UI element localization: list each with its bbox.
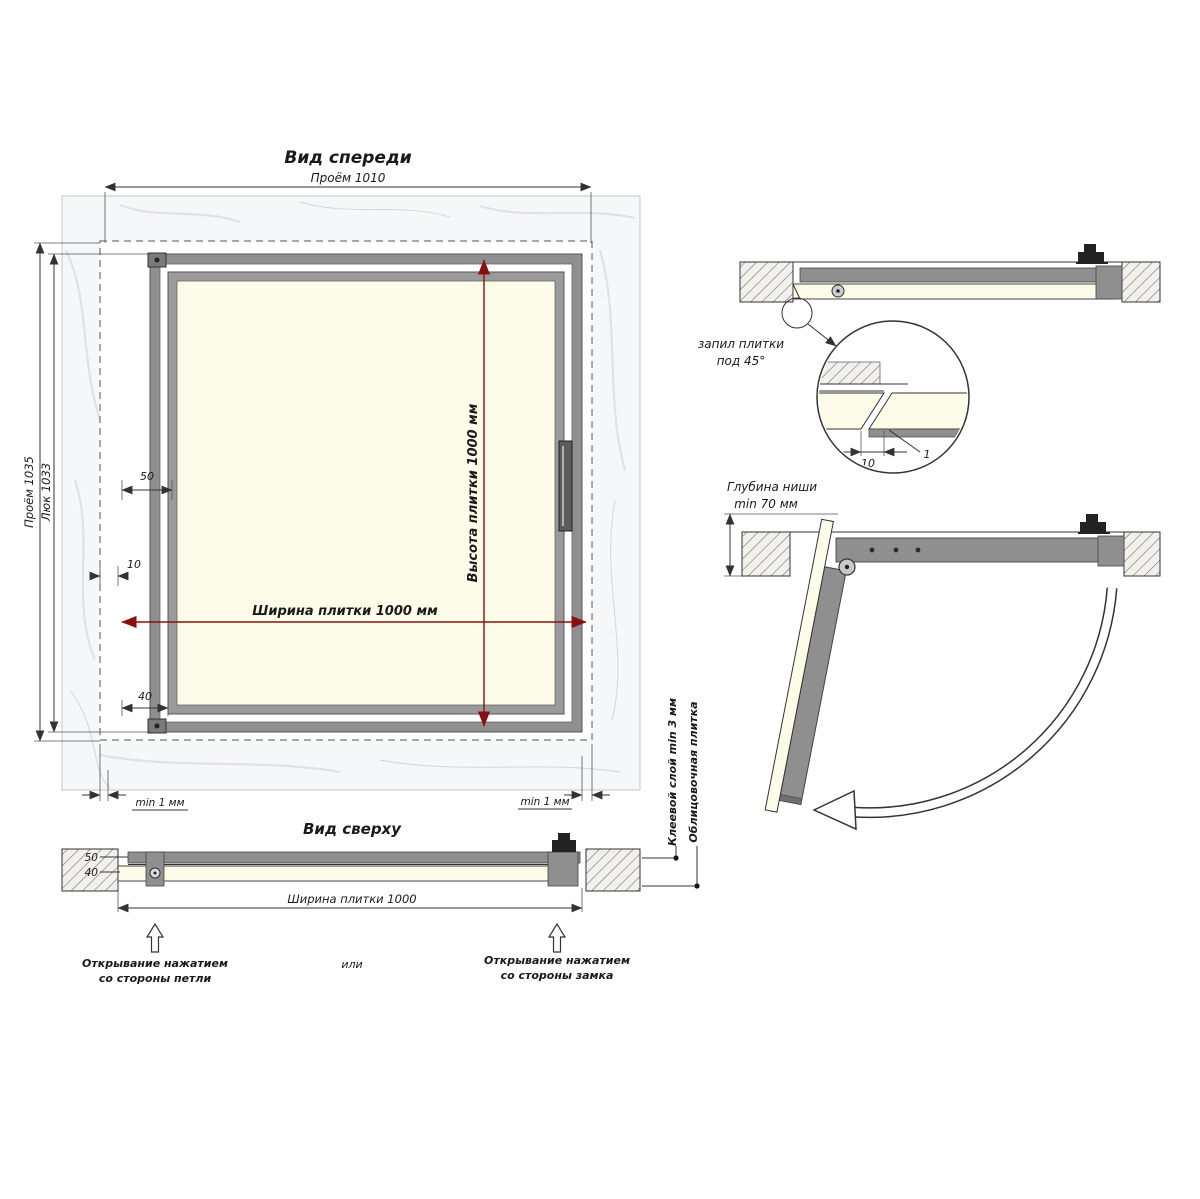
frame-profile [799,267,1123,283]
detail-circle-45cut: 10 1 [816,320,970,474]
wall-section-right [1123,531,1161,577]
tile-cut-label-2: под 45° [717,354,766,368]
niche-depth-label-2: min 70 мм [734,497,798,511]
marble-veins [65,201,636,789]
push-arrow-lock-icon [547,922,567,953]
open-door-tile [764,518,835,813]
open-hinge-label-1: Открывание нажатием [82,957,228,970]
hinge-top-icon [147,252,167,268]
open-lock-label-2: со стороны замка [501,969,614,982]
svg-text:min 1 мм: min 1 мм [521,796,570,808]
front-view-title: Вид спереди [284,148,411,168]
dim-opening-width: Проём 1010 [311,171,386,185]
open-lock-label-1: Открывание нажатием [484,954,630,967]
svg-text:min 1 мм: min 1 мм [136,797,185,809]
hinge-bottom-icon [147,718,167,734]
open-hinge-label-2: со стороны петли [99,972,212,985]
frame-profile-section [127,851,581,864]
frame-profile-top [835,537,1125,563]
section-open: Глубина ниши min 70 мм [724,480,1161,831]
lock-mechanism [1076,244,1123,300]
dim-hatch-height: Люк 1033 [39,463,53,522]
dim-opening-height: Проём 1035 [22,456,36,528]
frame-screws [869,547,921,553]
tile-cut-label-1: запил плитки [698,337,784,351]
swing-arrow-icon [812,587,1118,831]
wall-section-left [61,848,119,892]
or-label: или [341,958,362,971]
front-view: Вид спереди Проём 1010 Проём 1035 Люк 10… [22,148,641,811]
lock-section [547,833,579,887]
hinge-section [145,851,165,887]
push-arrow-hinge-icon [145,922,165,953]
top-dim-tile-width: Ширина плитки 1000 [287,892,416,906]
dim-50: 50 [140,470,154,483]
open-door [764,518,847,813]
tile-layer-section [117,865,553,882]
door-tile-face [176,280,556,706]
detail-dim-1: 1 [924,448,931,461]
joint-callout-circle [781,297,813,329]
opening-dashed-outline [99,240,593,741]
dim-40: 40 [138,690,152,703]
wall-section-right [585,848,641,892]
top-dim-50: 50 [85,852,99,864]
niche-depth-label-1: Глубина ниши [727,480,817,494]
top-view: Вид сверху 50 40 Ширина плитки 1000 Откр… [61,698,700,985]
wall-section-left [739,261,794,303]
lock-mechanism [1078,514,1125,567]
wall-section-left [741,531,791,577]
latch-handle [558,440,573,532]
dim-tile-width: Ширина плитки 1000 мм [252,604,438,619]
hinge-pin [844,564,850,570]
svg-text:Клеевой слой min 3 мм: Клеевой слой min 3 мм [666,698,679,846]
hinge-pin [836,289,840,293]
facing-tile-callout: Облицовочная плитка [642,701,700,889]
section-closed: запил плитки под 45° 10 1 [698,244,1161,474]
wall-section-right [1121,261,1161,303]
gap-min1-right: min 1 мм [518,744,610,810]
svg-text:Облицовочная плитка: Облицовочная плитка [687,701,700,842]
dim-tile-height: Высота плитки 1000 мм [466,403,481,582]
dim-10: 10 [127,558,141,571]
top-dim-40: 40 [85,867,99,879]
gap-min1-left: min 1 мм [82,744,188,811]
top-view-title: Вид сверху [303,820,402,838]
glue-layer-callout: Клеевой слой min 3 мм [642,698,679,861]
